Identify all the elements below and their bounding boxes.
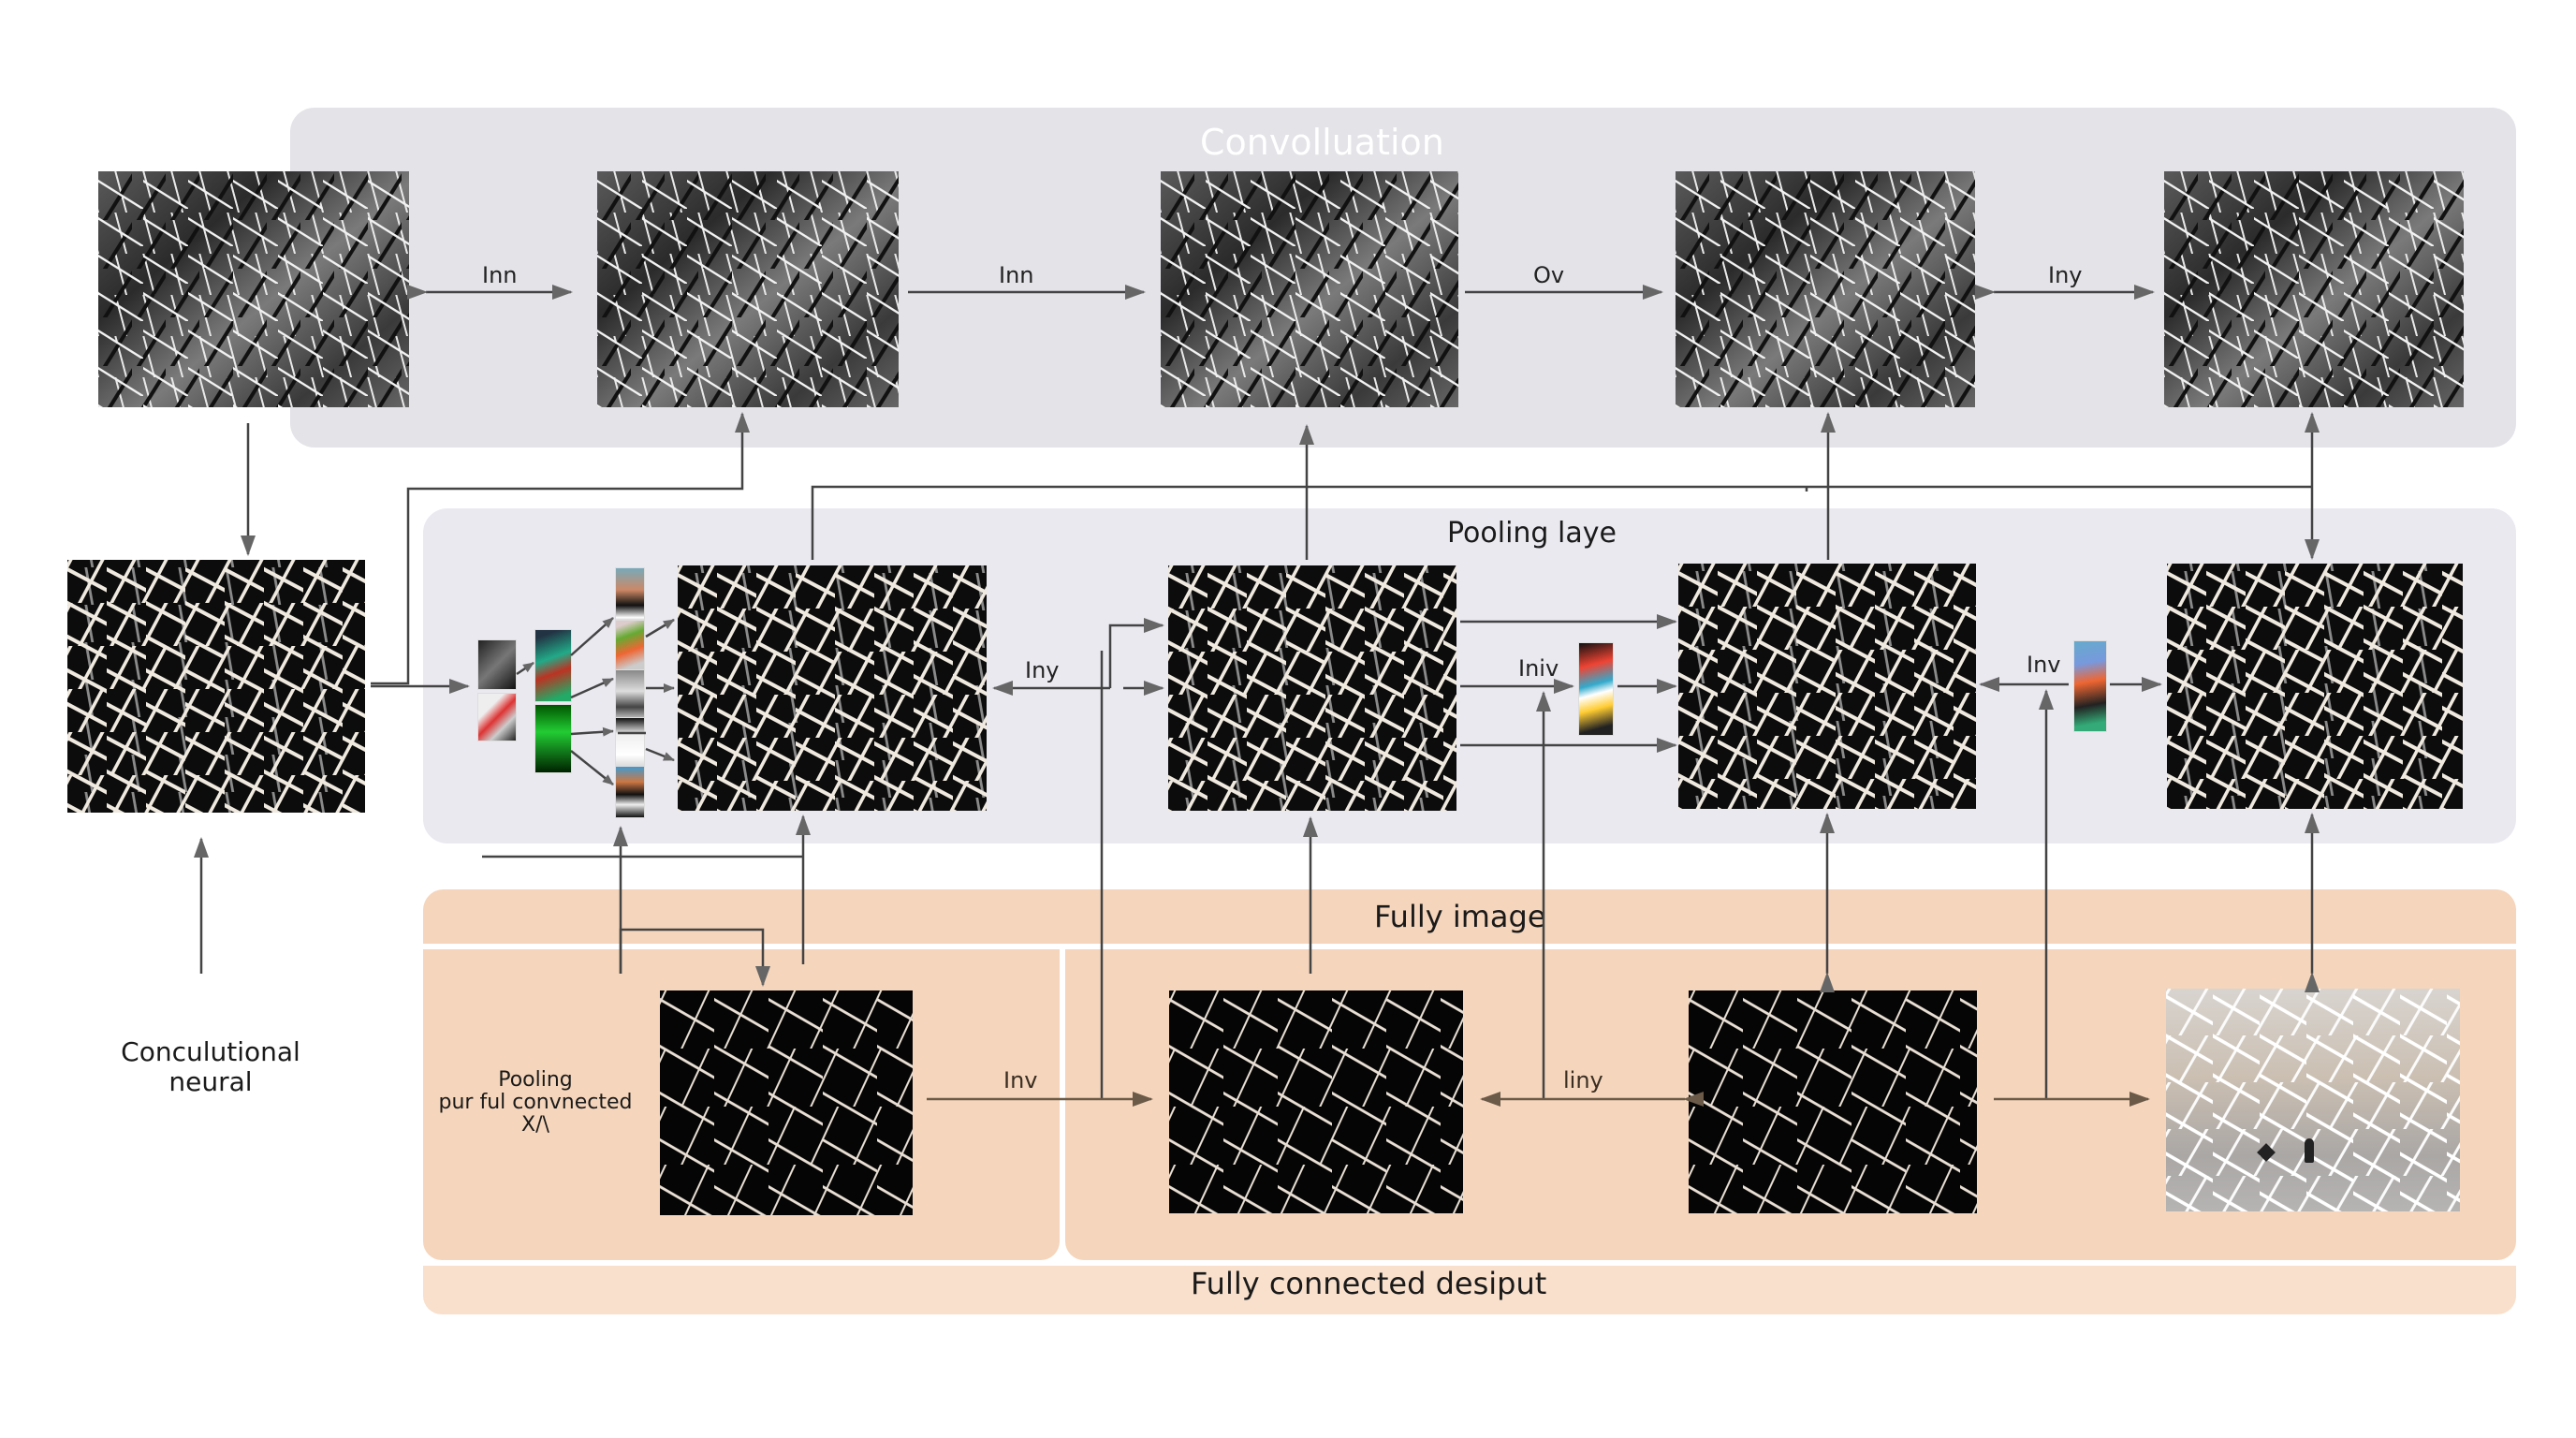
edge-label-pool-3: Inv [2027, 652, 2061, 678]
side-label-line1: Conculutional [121, 1036, 300, 1067]
thumb-c4 [615, 717, 645, 771]
thumb-c2 [615, 620, 645, 676]
thumb-a2 [477, 693, 517, 741]
figure-icon [2305, 1138, 2314, 1163]
output-image [2166, 989, 2460, 1211]
edge-label-pool-1: Iny [1025, 657, 1060, 683]
pooling-inner-label: Pooling pur ful convnected X/\ [432, 1069, 638, 1137]
convolution-title: Convolluation [1200, 122, 1444, 163]
inner-label-line3: X/\ [521, 1113, 549, 1137]
inner-label-line1: Pooling [498, 1068, 573, 1092]
input-left-image [67, 560, 365, 813]
thumb-b1 [534, 629, 572, 702]
conv-map-3 [1676, 171, 1975, 407]
fully-image-band [423, 889, 2516, 944]
edge-label-fc-2: liny [1563, 1067, 1603, 1093]
edge-label-conv-2: Inn [999, 262, 1034, 288]
thumb-c5 [615, 766, 645, 818]
edge-label-conv-3: Ov [1533, 262, 1565, 288]
inner-label-line2: pur ful convnected [438, 1091, 633, 1114]
conv-map-4 [2164, 171, 2464, 407]
thumb-pool-3 [2073, 640, 2107, 732]
pool-map-1 [678, 565, 987, 811]
fully-connected-band [423, 1266, 2516, 1314]
fully-connected-title: Fully connected desiput [1191, 1266, 1547, 1301]
thumb-c3 [615, 669, 645, 724]
pool-map-4 [2167, 564, 2463, 809]
pooling-title: Pooling laye [1447, 517, 1617, 550]
input-top-image [98, 171, 409, 407]
fc-map-3 [1689, 990, 1977, 1213]
fully-image-title: Fully image [1374, 899, 1546, 934]
cnn-side-label: Conculutional neural [103, 1037, 318, 1097]
edge-label-fc-1: Inv [1003, 1067, 1038, 1093]
pool-map-3 [1678, 564, 1976, 809]
pool-map-2 [1168, 565, 1456, 811]
conv-map-2 [1161, 171, 1458, 407]
conv-map-1 [597, 171, 899, 407]
thumb-pool-2 [1578, 642, 1614, 736]
fc-map-1 [660, 990, 913, 1215]
edge-label-conv-1: Inn [482, 262, 518, 288]
thumb-b2 [534, 704, 572, 773]
edge-label-conv-4: Iny [2048, 262, 2083, 288]
side-label-line2: neural [168, 1066, 253, 1097]
fc-map-2 [1169, 990, 1463, 1213]
thumb-a1 [477, 639, 517, 690]
edge-label-pool-2: Iniv [1518, 655, 1559, 682]
